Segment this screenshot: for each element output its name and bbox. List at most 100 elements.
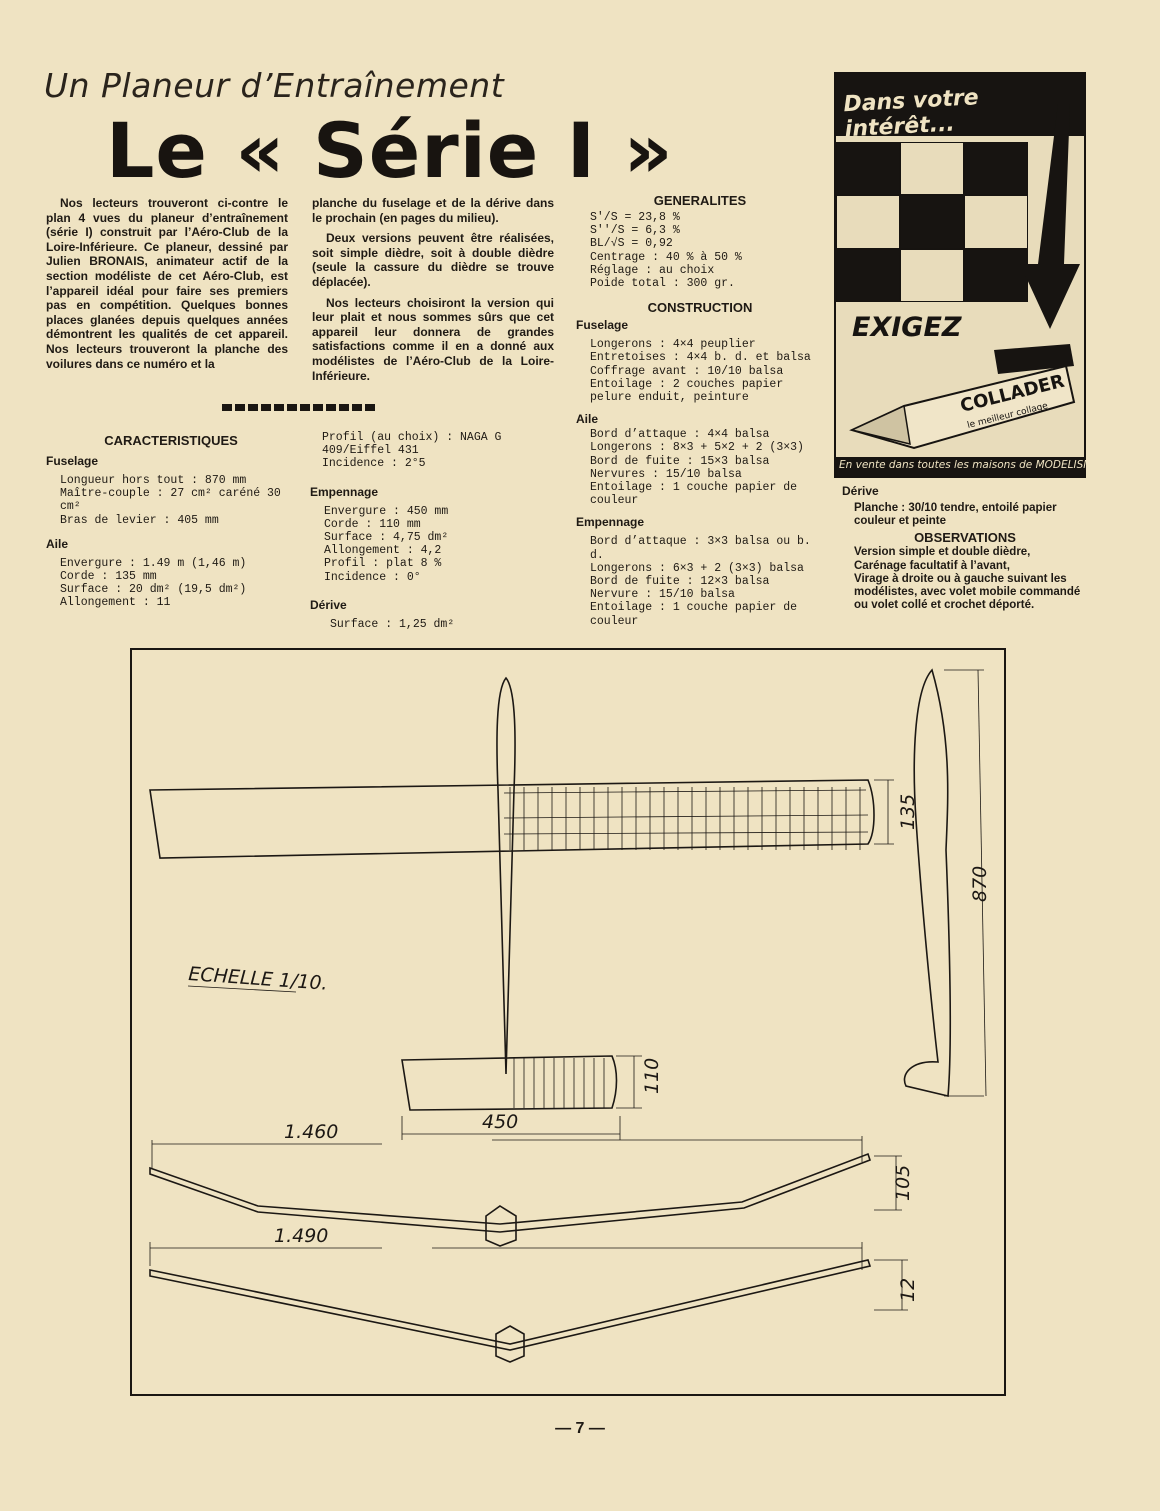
glue-tube-icon: COLLADER le meilleur collage (849, 344, 1076, 450)
dim-tail-span: 450 (482, 1111, 518, 1133)
spec-list: S'/S = 23,8 % S''/S = 6,3 % BL/√S = 0,92… (590, 211, 824, 290)
spec-item: Bord d’attaque : 4×4 balsa (590, 428, 770, 442)
ad-model-checkerboard (836, 142, 1028, 302)
dim-tail-chord: 110 (641, 1058, 663, 1094)
spec-item: Carénage facultatif à l’avant, (854, 559, 1010, 572)
article-supertitle: Un Planeur d’Entraînement (44, 66, 505, 105)
tailplane (401, 1055, 618, 1111)
spec-item: Longerons : 8×3 + 5×2 + 2 (3×3) (590, 441, 804, 455)
intro-column-2: planche du fuselage et de la dérive dans… (312, 196, 554, 389)
spec-item: Réglage : au choix (590, 263, 715, 277)
dim-dihedral-simple: 12 (897, 1278, 919, 1302)
spec-item: Planche : 30/10 tendre, entoilé papier c… (854, 502, 1057, 528)
page-number: — 7 — (555, 1420, 605, 1437)
spec-item: Incidence : 0° (324, 570, 421, 584)
arrow-down-icon (1020, 104, 1080, 329)
spec-item: Corde : 110 mm (324, 517, 421, 531)
spec-item: Centrage : 40 % à 50 % (590, 250, 742, 264)
front-view-simple-dihedral (149, 1259, 872, 1351)
plan-drawing-frame: 135 110 450 870 ECHELLE 1/10. 1.460 105 (130, 648, 1006, 1396)
spec-item: Version simple et double dièdre, (854, 546, 1031, 559)
subsection-heading: Aile (576, 412, 599, 427)
section-heading: GENERALITES (653, 193, 747, 208)
spec-list: Longerons : 4×4 peuplier Entretoises : 4… (590, 338, 824, 404)
spec-item: Maître-couple : 27 cm² caréné 30 cm² (60, 487, 288, 514)
spec-item: Nervures : 15/10 balsa (590, 467, 742, 481)
spec-item: Corde : 135 mm (60, 570, 157, 584)
section-heading: OBSERVATIONS (914, 530, 1016, 546)
main-wing (149, 779, 875, 859)
section-heading: CARACTERISTIQUES (104, 433, 238, 448)
subsection-heading: Empennage (310, 484, 379, 499)
intro-paragraph: planche du fuselage et de la dérive dans… (312, 196, 554, 225)
dim-span-simple: 1.490 (274, 1225, 328, 1247)
ad-footer-text: En vente dans toutes les maisons de MODE… (839, 459, 1099, 471)
spec-item: Nervure : 15/10 balsa (590, 588, 735, 602)
section-heading: CONSTRUCTION (647, 300, 753, 316)
spec-item: Virage à droite ou à gauche suivant les … (854, 572, 1084, 612)
wing-ribs (509, 787, 861, 850)
decorative-divider (222, 404, 378, 411)
intro-paragraph: Nos lecteurs choisiront la version qui l… (312, 295, 554, 383)
fuselage-top-view (496, 676, 516, 1075)
subsection-heading: Fuselage (46, 454, 99, 468)
ad-footer: En vente dans toutes les maisons de MODE… (836, 457, 1099, 476)
spec-item: Profil : plat 8 % (324, 557, 442, 571)
spec-item: Poide total : 300 gr. (590, 277, 735, 291)
glider-plan-drawing: 135 110 450 870 ECHELLE 1/10. 1.460 105 (149, 668, 991, 1363)
front-view-double-dihedral (149, 1152, 872, 1233)
spec-item: Profil (au choix) : NAGA G 409/Eiffel 43… (322, 431, 509, 458)
fuselage-side-view (903, 668, 951, 1097)
spec-item: Envergure : 1.49 m (1,46 m) (60, 556, 247, 570)
fuselage-front-section (495, 1325, 525, 1363)
spec-item: Entretoises : 4×4 b. d. et balsa (590, 351, 811, 365)
spec-item: Surface : 20 dm² (19,5 dm²) (60, 583, 247, 597)
spec-item: Envergure : 450 mm (324, 504, 449, 518)
spec-item: Longerons : 4×4 peuplier (590, 338, 756, 352)
spec-item: Entoilage : 2 couches papier pelure endu… (590, 377, 791, 405)
subsection-heading: Aile (46, 536, 69, 551)
collader-advertisement: Dans votre intérêt... EXIGEZ COLLADER le… (834, 72, 1099, 478)
spec-list: Surface : 1,25 dm² (330, 618, 560, 631)
spec-list: Bord d’attaque : 3×3 balsa ou b. d. Long… (590, 535, 824, 627)
spec-item: S''/S = 6,3 % (590, 224, 680, 238)
spec-item: Bord de fuite : 15×3 balsa (590, 454, 770, 468)
spec-list: Envergure : 450 mm Corde : 110 mm Surfac… (324, 505, 560, 584)
generalites-section: GENERALITES S'/S = 23,8 % S''/S = 6,3 % … (576, 193, 824, 628)
spec-item: Entoilage : 1 couche papier de couleur (590, 601, 804, 628)
spec-item: Allongement : 11 (60, 596, 171, 610)
ad-cta: EXIGEZ (852, 312, 962, 343)
spec-list: Profil (au choix) : NAGA G 409/Eiffel 43… (322, 431, 560, 471)
subsection-heading: Empennage (576, 515, 645, 530)
subsection-heading: Fuselage (576, 318, 629, 333)
spec-list: Bord d’attaque : 4×4 balsa Longerons : 8… (590, 428, 824, 507)
spec-item: Incidence : 2°5 (322, 457, 426, 471)
spec-list: Envergure : 1.49 m (1,46 m) Corde : 135 … (60, 557, 296, 610)
dim-fuselage-length: 870 (969, 866, 991, 902)
spec-item: Surface : 1,25 dm² (330, 617, 455, 631)
spec-item: BL/√S = 0,92 (590, 237, 673, 251)
spec-item: Allongement : 4,2 (324, 544, 442, 558)
intro-column-1: Nos lecteurs trouveront ci-contre le pla… (46, 196, 288, 377)
caracteristiques-section: CARACTERISTIQUES Fuselage Longueur hors … (46, 433, 296, 610)
spec-item: Entoilage : 1 couche papier de couleur (590, 481, 804, 508)
caracteristiques-continued: Profil (au choix) : NAGA G 409/Eiffel 43… (310, 431, 560, 631)
tailplane-ribs (513, 1058, 605, 1108)
spec-item: Bord d’attaque : 3×3 balsa ou b. d. (590, 535, 818, 562)
dim-span-double: 1.460 (284, 1121, 338, 1143)
spec-list: Longueur hors tout : 870 mm Maître-coupl… (60, 474, 296, 527)
spec-item: S'/S = 23,8 % (590, 211, 680, 224)
fuselage-front-section (485, 1205, 517, 1247)
ad-header: Dans votre intérêt... (836, 74, 1084, 142)
dim-dihedral-double: 105 (892, 1165, 914, 1201)
spec-list: Version simple et double dièdre, Carénag… (854, 546, 1088, 612)
article-title: Le « Série I » (106, 106, 674, 195)
spec-item: Bord de fuite : 12×3 balsa (590, 575, 770, 589)
spec-item: Longueur hors tout : 870 mm (60, 474, 247, 487)
spec-item: Bras de levier : 405 mm (60, 513, 219, 527)
subsection-heading: Dérive (842, 484, 879, 498)
spec-item: Coffrage avant : 10/10 balsa (590, 364, 784, 378)
intro-paragraph: Deux versions peuvent être réalisées, so… (312, 231, 554, 289)
spec-item: Longerons : 6×3 + 2 (3×3) balsa (590, 561, 804, 575)
spec-item: Surface : 4,75 dm² (324, 531, 449, 545)
